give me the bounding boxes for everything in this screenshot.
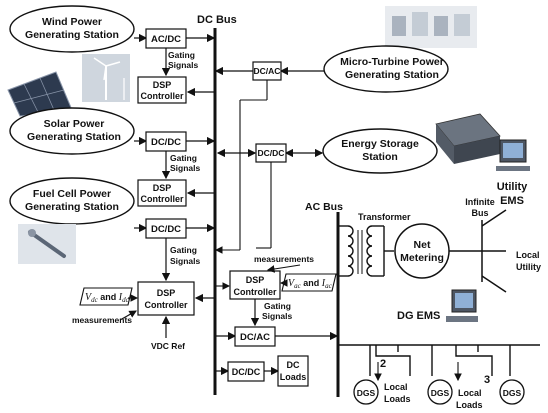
dg-ems-label: DG EMS <box>397 310 440 322</box>
wind-station: Wind Power Generating Station <box>9 5 135 53</box>
ac-feeder <box>338 344 540 376</box>
fuel-cell-station-label-1: Fuel Cell Power <box>33 188 111 200</box>
energy-storage-label-2: Station <box>362 151 398 163</box>
gating-signals-label: Gating <box>170 245 197 255</box>
solar-station: Solar Power Generating Station <box>9 107 135 155</box>
dg-ems-computer-icon <box>446 289 478 322</box>
dc-dc-label: DC/DC <box>151 224 181 235</box>
ac-bus-label: AC Bus <box>305 201 343 213</box>
local-loads-label: Loads <box>456 400 483 410</box>
wind-station-label-1: Wind Power <box>42 16 102 28</box>
utility-ems-computer-icon <box>496 139 530 171</box>
energy-storage-label-1: Energy Storage <box>341 138 419 150</box>
gating-signals-label: Gating <box>170 153 197 163</box>
dc-ac-converter: DC/AC <box>252 61 282 81</box>
infinite-bus-symbol <box>481 209 507 293</box>
dgs-unit-3: DGS <box>499 379 525 405</box>
dc-dc-label: DC/DC <box>258 148 285 158</box>
gating-signals-label: Signals <box>170 256 201 266</box>
dgs-label: DGS <box>503 388 522 398</box>
dsp-label: DSP <box>157 288 176 298</box>
micro-turbine-icon <box>385 6 477 48</box>
local-loads-label: Loads <box>384 394 411 404</box>
dc-loads-box: DC Loads <box>277 355 309 387</box>
infinite-bus-label: Bus <box>471 208 488 218</box>
energy-storage-icon <box>435 113 501 164</box>
fuel-cell-station-label-2: Generating Station <box>25 201 119 213</box>
local-loads-label: Local <box>384 382 408 392</box>
transformer-symbol <box>338 225 394 277</box>
micro-turbine-station-label-1: Micro-Turbine Power <box>340 56 444 68</box>
controller-label: Controller <box>233 287 276 297</box>
measurements-label: measurements <box>254 254 314 264</box>
dc-dc-converter: DC/DC <box>255 143 287 163</box>
dsp-controller: DSP Controller <box>137 76 187 104</box>
local-utility-label: Local <box>516 250 540 260</box>
vac-iac-label: Vac and Iac <box>288 278 333 290</box>
energy-storage-station: Energy Storage Station <box>322 128 438 174</box>
dc-dc-converter: DC/DC <box>227 361 265 382</box>
dgs-unit-1: DGS <box>353 379 379 405</box>
gating-signals-label: Signals <box>168 60 199 70</box>
dc-ac-converter: DC/AC <box>234 326 276 347</box>
dsp-controller: DSP Controller <box>137 179 187 207</box>
wind-turbine-icon <box>82 54 130 102</box>
vdc-idc-label: Vdc and Idc <box>85 292 130 304</box>
dgs-label: DGS <box>431 388 450 398</box>
controller-label: Controller <box>144 300 187 310</box>
micro-turbine-station-label-2: Generating Station <box>345 69 439 81</box>
dc-dc-label: DC/DC <box>151 137 181 148</box>
measurements-label: measurements <box>72 315 132 325</box>
micro-turbine-station: Micro-Turbine Power Generating Station <box>323 45 449 93</box>
utility-ems-label: Utility <box>497 181 528 193</box>
transformer-label: Transformer <box>358 212 411 222</box>
vac-iac-measurement-input: Vac and Iac <box>281 273 337 292</box>
dsp-label: DSP <box>246 275 265 285</box>
local-utility-label: Utility <box>516 262 541 272</box>
controller-label: Controller <box>140 91 183 101</box>
ac-dc-converter: AC/DC <box>145 28 187 49</box>
solar-station-label-1: Solar Power <box>44 118 105 130</box>
dsp-controller: DSP Controller <box>229 270 281 300</box>
local-loads-label: Local <box>458 388 482 398</box>
gating-signals-label: Signals <box>170 163 201 173</box>
net-metering: Net Metering <box>394 223 450 279</box>
wind-station-label-2: Generating Station <box>25 29 119 41</box>
ac-dc-label: AC/DC <box>151 34 181 45</box>
dgs-label: DGS <box>357 388 376 398</box>
dc-dc-converter: DC/DC <box>145 131 187 152</box>
dc-ac-label: DC/AC <box>254 66 281 76</box>
dc-bus-label: DC Bus <box>197 14 237 26</box>
net-metering-label: Metering <box>400 252 444 264</box>
dsp-label: DSP <box>153 80 172 90</box>
dc-dc-label: DC/DC <box>232 367 261 377</box>
dc-dc-converter: DC/DC <box>145 218 187 239</box>
dc-loads-label: DC <box>287 360 300 370</box>
dsp-controller: DSP Controller <box>137 281 195 316</box>
net-metering-label: Net <box>414 239 431 251</box>
utility-ems-label: EMS <box>500 195 524 207</box>
dc-ac-label: DC/AC <box>240 332 270 343</box>
controller-label: Controller <box>140 194 183 204</box>
node-3-label: 3 <box>484 374 490 386</box>
dsp-label: DSP <box>153 183 172 193</box>
vdc-idc-measurement-input: Vdc and Idc <box>79 287 133 306</box>
infinite-bus-label: Infinite <box>465 197 495 207</box>
gating-signals-label: Gating <box>264 301 291 311</box>
gating-signals-label: Gating <box>168 50 195 60</box>
gating-signals-label: Signals <box>262 311 293 321</box>
vdc-ref-label: VDC Ref <box>151 341 185 351</box>
dc-loads-label: Loads <box>280 372 307 382</box>
node-2-label: 2 <box>380 358 386 370</box>
fuel-cell-station: Fuel Cell Power Generating Station <box>9 177 135 225</box>
dgs-unit-2: DGS <box>427 379 453 405</box>
solar-station-label-2: Generating Station <box>27 131 121 143</box>
fuel-cell-icon <box>18 224 76 264</box>
